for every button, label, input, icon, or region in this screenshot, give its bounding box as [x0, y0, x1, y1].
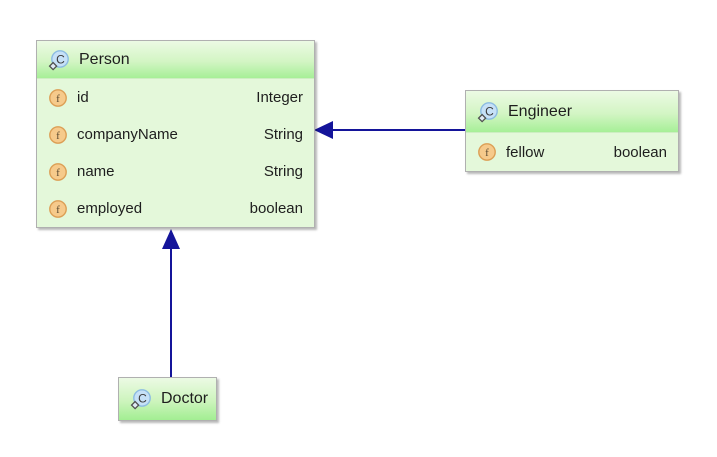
svg-text:f: f — [485, 147, 489, 159]
field-icon: f — [48, 162, 68, 182]
class-icon: C — [130, 388, 152, 410]
svg-text:C: C — [485, 104, 494, 118]
field-icon: f — [48, 125, 68, 145]
class-header[interactable]: C Person — [37, 41, 314, 79]
class-node-doctor[interactable]: C Doctor — [118, 377, 217, 421]
field-row[interactable]: f fellow boolean — [466, 133, 678, 171]
class-name: Engineer — [508, 102, 573, 120]
class-header[interactable]: C Doctor — [119, 378, 216, 420]
field-name: companyName — [77, 126, 178, 143]
class-name: Person — [79, 50, 130, 68]
field-type: String — [263, 126, 303, 143]
class-node-person[interactable]: C Person f id Integer f — [36, 40, 315, 228]
field-type: String — [263, 163, 303, 180]
svg-text:f: f — [56, 93, 60, 105]
class-name: Doctor — [161, 390, 209, 407]
field-row[interactable]: f name String — [37, 153, 314, 190]
field-type: Integer — [256, 89, 303, 106]
field-row[interactable]: f id Integer — [37, 79, 314, 116]
field-name: employed — [77, 200, 143, 217]
field-name: name — [77, 163, 115, 180]
field-name: fellow — [506, 143, 545, 161]
field-icon: f — [48, 199, 68, 219]
svg-text:f: f — [56, 204, 60, 216]
edge-engineer-extends-person[interactable] — [314, 121, 465, 139]
class-node-engineer[interactable]: C Engineer f fellow boolean — [465, 90, 679, 172]
svg-text:f: f — [56, 130, 60, 142]
class-header[interactable]: C Engineer — [466, 91, 678, 133]
field-type: boolean — [249, 200, 303, 217]
edge-doctor-extends-person[interactable] — [162, 229, 180, 377]
class-icon: C — [477, 101, 499, 123]
field-row[interactable]: f companyName String — [37, 116, 314, 153]
svg-text:f: f — [56, 167, 60, 179]
svg-text:C: C — [138, 392, 147, 406]
field-name: id — [77, 89, 89, 106]
svg-text:C: C — [56, 52, 65, 66]
field-row[interactable]: f employed boolean — [37, 190, 314, 227]
field-icon: f — [48, 88, 68, 108]
field-type: boolean — [613, 143, 667, 161]
field-icon: f — [477, 142, 497, 162]
class-icon: C — [48, 49, 70, 71]
